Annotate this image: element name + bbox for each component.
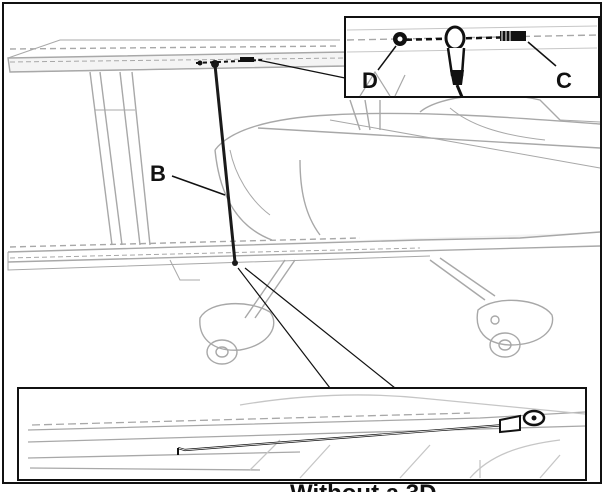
- callout-label-c: C: [556, 68, 572, 93]
- screw-c: [500, 31, 526, 41]
- cabane-struts: [349, 99, 381, 131]
- bottom-wire: [177, 409, 546, 455]
- top-detail-inset: D C: [257, 16, 600, 98]
- lower-wing: [7, 231, 601, 271]
- bottom-detail-inset: [17, 387, 587, 481]
- clevis-eyelet: [444, 25, 466, 98]
- inset-leader-lines: [237, 267, 396, 389]
- caption-text: Without a 3D: [290, 480, 436, 492]
- interplane-struts: [89, 71, 151, 246]
- callout-leader-d: [377, 45, 397, 71]
- right-wheel-pant: [476, 299, 554, 358]
- callout-leader-b: [171, 175, 226, 196]
- left-wheel-pant: [199, 303, 275, 365]
- callout-leader-c: [527, 41, 557, 67]
- callout-label-d: D: [362, 68, 378, 93]
- callout-label-b: B: [150, 161, 166, 186]
- nut-d: [393, 32, 407, 46]
- main-illustration: [7, 39, 601, 365]
- upper-attachment-hardware: [195, 57, 263, 66]
